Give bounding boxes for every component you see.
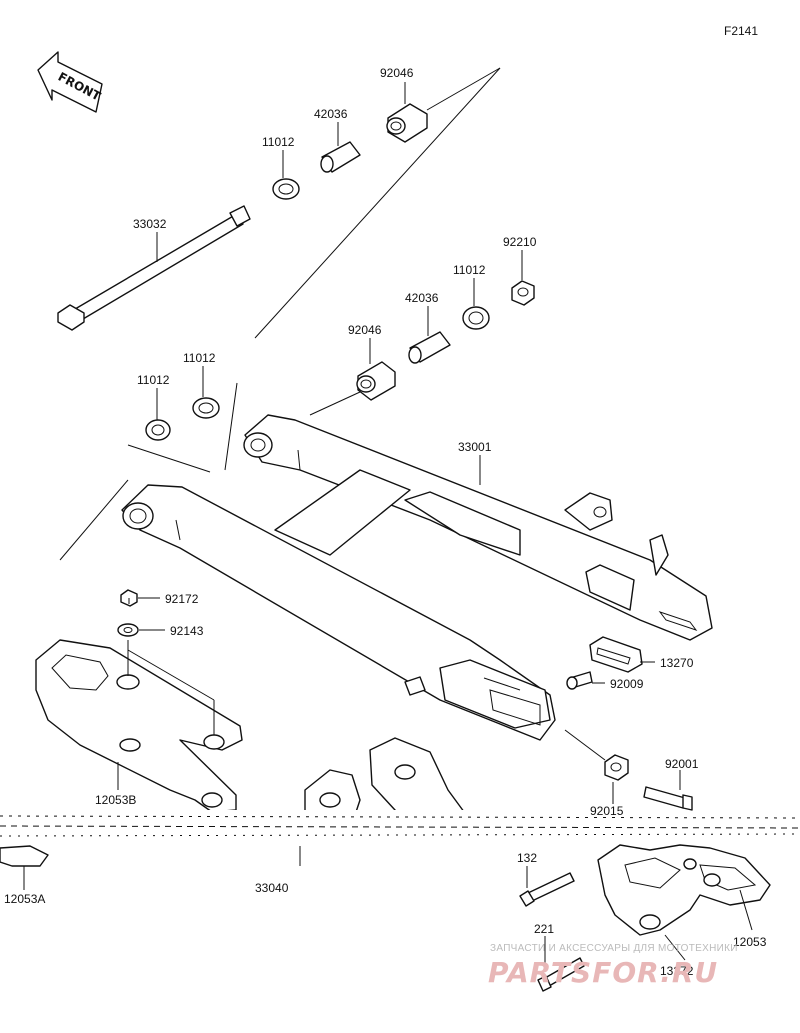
bushing-92046-top[interactable] bbox=[386, 103, 428, 143]
label-92015: 92015 bbox=[590, 804, 624, 818]
label-132: 132 bbox=[517, 851, 537, 865]
seal-11012-mid[interactable] bbox=[462, 306, 490, 330]
label-12053A: 12053A bbox=[4, 892, 45, 906]
nut-92210[interactable] bbox=[511, 280, 535, 306]
spacer-42036-top[interactable] bbox=[320, 141, 361, 173]
guard-12053A[interactable] bbox=[0, 845, 49, 867]
washer-92143[interactable] bbox=[117, 623, 139, 637]
screw-92009[interactable] bbox=[566, 671, 593, 690]
label-42036-mid: 42036 bbox=[405, 291, 439, 305]
plate-13270[interactable] bbox=[589, 636, 643, 673]
chain-guide-12053B[interactable] bbox=[35, 639, 243, 813]
bushing-92046-mid[interactable] bbox=[356, 361, 396, 401]
label-92172: 92172 bbox=[165, 592, 199, 606]
watermark-caption: ЗАПЧАСТИ И АКСЕССУАРЫ ДЛЯ МОТОТЕХНИКИ bbox=[490, 943, 738, 954]
label-42036-top: 42036 bbox=[314, 107, 348, 121]
label-92143: 92143 bbox=[170, 624, 204, 638]
label-12053: 12053 bbox=[733, 935, 767, 949]
bolt-132[interactable] bbox=[519, 872, 575, 907]
chain-guide-12053[interactable] bbox=[597, 844, 771, 936]
scan-noise-band bbox=[0, 810, 800, 846]
label-33032: 33032 bbox=[133, 217, 167, 231]
label-221: 221 bbox=[534, 922, 554, 936]
label-11012-top: 11012 bbox=[262, 135, 295, 149]
divider-line bbox=[224, 382, 238, 471]
label-92001: 92001 bbox=[665, 757, 699, 771]
bolt-92001[interactable] bbox=[643, 786, 693, 811]
label-92046-top: 92046 bbox=[380, 66, 414, 80]
seal-11012-left-upper[interactable] bbox=[192, 397, 220, 419]
diagram-id: F2141 bbox=[724, 24, 758, 38]
seal-11012-top[interactable] bbox=[272, 178, 300, 200]
label-92210: 92210 bbox=[503, 235, 537, 249]
label-13270: 13270 bbox=[660, 656, 694, 670]
divider-line bbox=[254, 67, 501, 339]
label-13272: 13272 bbox=[660, 964, 694, 978]
label-11012-left-lower: 11012 bbox=[137, 373, 170, 387]
label-33040: 33040 bbox=[255, 881, 289, 895]
label-92009: 92009 bbox=[610, 677, 644, 691]
label-12053B: 12053B bbox=[95, 793, 136, 807]
bolt-92172[interactable] bbox=[120, 589, 138, 607]
pivot-shaft-33032[interactable] bbox=[57, 205, 251, 331]
front-arrow-icon: FRONT bbox=[37, 51, 104, 113]
label-92046-mid: 92046 bbox=[348, 323, 382, 337]
divider-line bbox=[309, 391, 361, 416]
label-11012-mid: 11012 bbox=[453, 263, 486, 277]
divider-line bbox=[426, 67, 501, 111]
divider-line bbox=[59, 479, 129, 561]
spacer-42036-mid[interactable] bbox=[408, 331, 451, 364]
seal-11012-left-lower[interactable] bbox=[145, 419, 171, 441]
swingarm-33001[interactable] bbox=[121, 414, 713, 741]
bolt-221[interactable] bbox=[537, 957, 585, 992]
nut-92015[interactable] bbox=[604, 754, 629, 781]
watermark-logo: PARTSFOR.RU bbox=[488, 956, 718, 989]
label-33001: 33001 bbox=[458, 440, 492, 454]
label-11012-left-upper: 11012 bbox=[183, 351, 216, 365]
divider-line bbox=[127, 444, 211, 473]
